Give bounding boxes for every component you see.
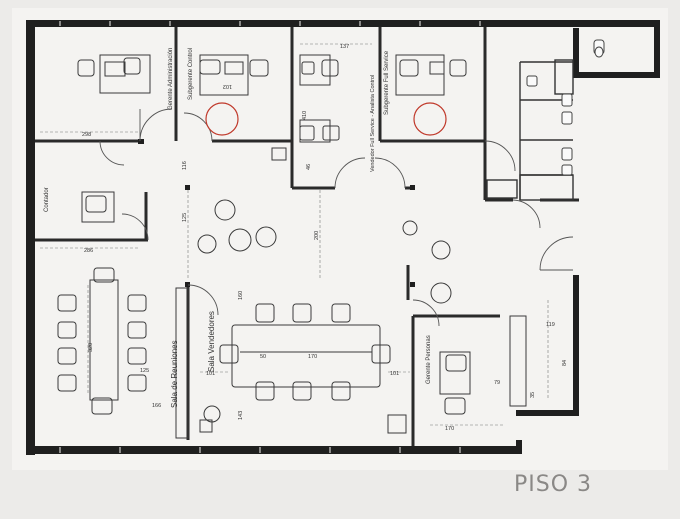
columns — [138, 139, 415, 287]
room-label-subgerente-full-service: Subgerente Full Service — [384, 50, 390, 115]
dimension-number: 286 — [84, 248, 93, 254]
room-label-gerente-administracion: Gerente Administración — [168, 48, 174, 110]
room-label-subgerente-control: Subgerente Control — [188, 48, 194, 100]
window-ticks — [59, 21, 481, 453]
dimension-number: 119 — [546, 322, 555, 328]
door-swings — [99, 108, 574, 327]
dimension-number: 320 — [88, 343, 94, 352]
dimension-number: 35 — [530, 392, 536, 398]
dimension-number: 46 — [306, 164, 312, 170]
dimension-number: 84 — [562, 360, 568, 366]
dimension-number: 160 — [238, 291, 244, 300]
dimension-number: 101 — [390, 371, 399, 377]
dimension-number: 125 — [182, 213, 188, 222]
sanitary-fixtures — [526, 39, 605, 176]
dimension-number: 102 — [223, 83, 232, 89]
room-label-sala-vendedores: Sala Vendedores — [207, 311, 216, 372]
dimension-number: 101 — [206, 371, 215, 377]
dimension-number: 137 — [340, 44, 349, 50]
room-label-contador: Contador — [44, 187, 50, 212]
dimension-number: 79 — [494, 380, 500, 386]
dimension-number: 143 — [238, 411, 244, 420]
room-label-sala-reuniones: Sala de Reuniones — [170, 340, 179, 408]
dimension-number: 298 — [82, 132, 91, 138]
room-label-vendedor-full-service: Vendedor Full Service - Analista Control — [370, 75, 376, 172]
dimension-number: 200 — [314, 231, 320, 240]
marker-circles — [205, 102, 447, 136]
dimension-number: 170 — [445, 426, 454, 432]
floor-label: PISO 3 — [514, 472, 593, 497]
dimension-number: 170 — [308, 354, 317, 360]
dimension-lines — [40, 43, 549, 426]
dimension-number: 166 — [152, 403, 161, 409]
furniture — [57, 54, 527, 439]
dimension-number: 116 — [182, 161, 188, 170]
dimension-number: 50 — [260, 354, 266, 360]
dimension-number: 125 — [140, 368, 149, 374]
room-label-gerente-personas: Gerente Personas — [426, 335, 432, 384]
dimension-numbers: 298 137 102 410 46 116 125 200 286 320 1… — [82, 44, 568, 432]
dimension-number: 410 — [302, 111, 308, 120]
outer-walls — [26, 20, 660, 455]
